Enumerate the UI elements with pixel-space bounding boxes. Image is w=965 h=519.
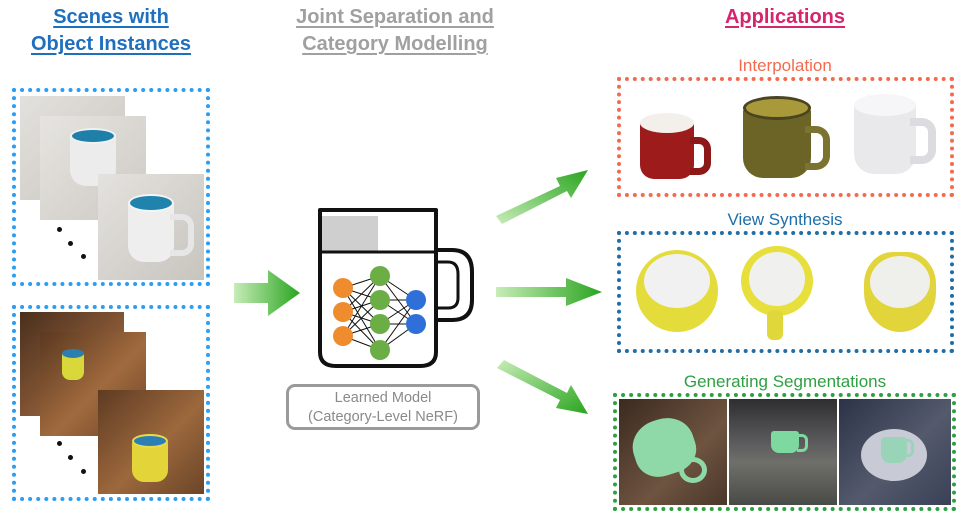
center-column-title: Joint Separation and Category Modelling xyxy=(282,4,508,58)
right-arrow-icon xyxy=(496,278,602,306)
ellipsis-dot xyxy=(68,241,73,246)
interpolation-mug-red xyxy=(630,105,720,185)
segmentations-box xyxy=(613,393,956,511)
center-title-line1: Joint Separation and xyxy=(296,6,494,28)
view-synthesis-box xyxy=(617,231,954,353)
scene-box-blue-mug xyxy=(12,88,210,286)
right-column-title[interactable]: Applications xyxy=(724,6,845,28)
ellipsis-dot xyxy=(68,455,73,460)
ellipsis-dot xyxy=(81,254,86,259)
ellipsis-dot xyxy=(57,227,62,232)
neural-network-icon xyxy=(333,266,426,360)
ellipsis-dot xyxy=(81,469,86,474)
interpolation-mug-white xyxy=(848,88,948,180)
right-arrow-icon xyxy=(496,170,588,224)
view-synthesis-mug-3 xyxy=(860,244,944,340)
model-label-line1: Learned Model xyxy=(334,390,432,406)
right-arrow-icon xyxy=(497,360,588,414)
segmentation-photo-3 xyxy=(839,399,951,505)
view-synthesis-mug-1 xyxy=(630,242,730,342)
mug-icon xyxy=(318,208,474,368)
interpolation-label: Interpolation xyxy=(738,56,832,75)
view-synthesis-label: View Synthesis xyxy=(727,210,843,229)
scene-photo-yellow-mug-3 xyxy=(98,390,204,494)
model-label-line2: (Category-Level NeRF) xyxy=(308,409,458,425)
left-column-title[interactable]: Scenes with Object Instances xyxy=(18,4,204,58)
center-title-line2: Category Modelling xyxy=(302,33,488,55)
left-title-line1: Scenes with xyxy=(53,6,169,28)
ellipsis-dot xyxy=(57,441,62,446)
scene-photo-blue-mug-3 xyxy=(98,174,204,280)
segmentation-photo-2 xyxy=(729,399,837,505)
left-title-line2: Object Instances xyxy=(30,33,192,55)
right-arrow-icon xyxy=(234,270,300,316)
scene-box-yellow-mug xyxy=(12,305,210,501)
model-label-box: Learned Model (Category-Level NeRF) xyxy=(286,384,480,430)
segmentations-label: Generating Segmentations xyxy=(683,372,887,391)
interpolation-box xyxy=(617,77,954,197)
segmentation-photo-1 xyxy=(619,399,727,505)
view-synthesis-mug-2 xyxy=(737,240,823,344)
interpolation-mug-olive xyxy=(735,92,840,184)
